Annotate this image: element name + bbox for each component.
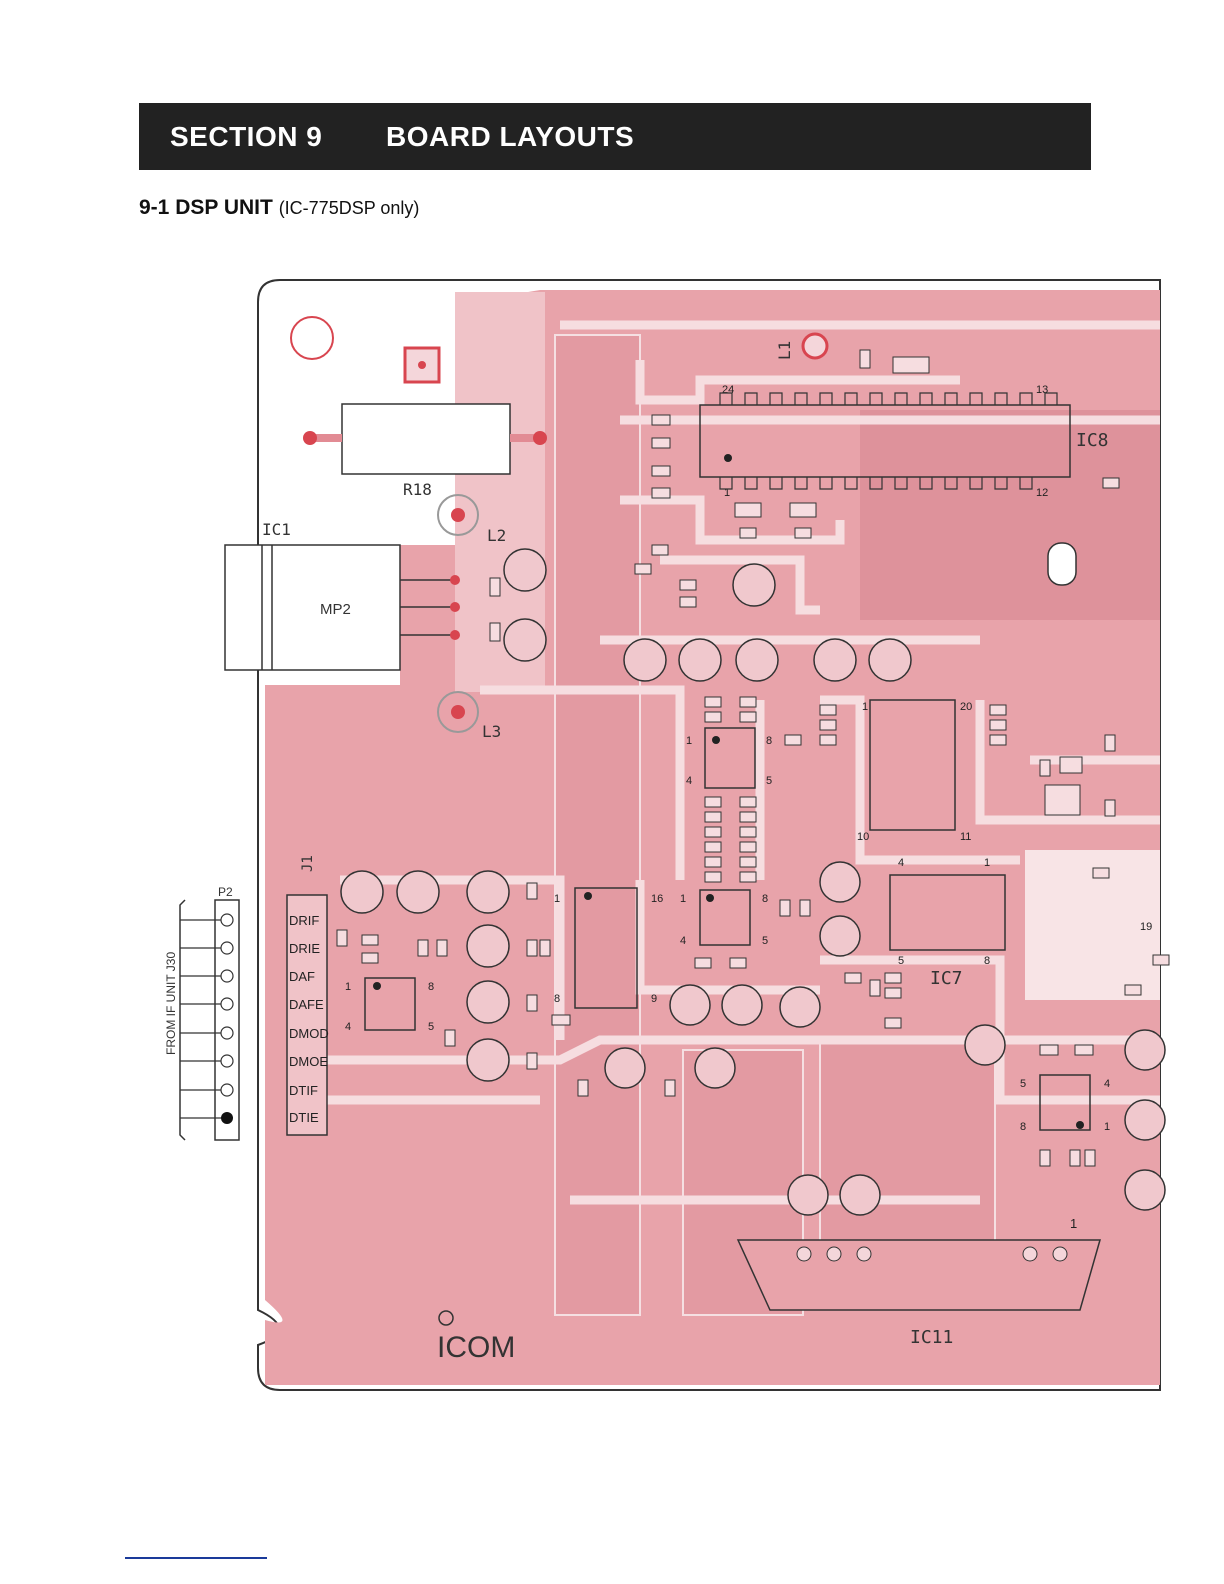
signal-drif: DRIF (289, 913, 319, 928)
ic10-pin-5: 5 (1020, 1078, 1026, 1090)
l3-label: L3 (482, 722, 501, 741)
signal-dmod: DMOD (289, 1026, 329, 1041)
ic8-pin-12: 12 (1036, 487, 1048, 499)
ic-mid-pin-1: 1 (686, 735, 692, 747)
p2-header (215, 900, 239, 1140)
ic8-label: IC8 (1076, 430, 1109, 451)
l1-coil (803, 334, 827, 358)
footer-rule (125, 1557, 267, 1559)
connector-source-label: FROM IF UNIT J30 (164, 952, 178, 1055)
ic7-pin-1: 1 (984, 857, 990, 869)
ic3-pin-1: 1 (554, 893, 560, 905)
r18-label: R18 (403, 480, 432, 499)
ic11-dsub (738, 1240, 1100, 1310)
ic2-pin-1: 1 (345, 981, 351, 993)
ground-area-ic8 (860, 410, 1160, 620)
ic11-label: IC11 (910, 1327, 953, 1348)
signal-daf: DAF (289, 969, 315, 984)
ic2-pin-5: 5 (428, 1021, 434, 1033)
ic10-pin-1: 1 (1104, 1121, 1110, 1133)
ic6-pin-1: 1 (862, 701, 868, 713)
ic3-pin-16: 16 (651, 893, 663, 905)
ic4-pin-1: 1 (680, 893, 686, 905)
ic7-label: IC7 (930, 968, 963, 989)
ic4-pin-8: 8 (762, 893, 768, 905)
signal-dtif: DTIF (289, 1083, 318, 1098)
ic6-pin-20: 20 (960, 701, 972, 713)
ic4-pin-4: 4 (680, 935, 686, 947)
icom-logo: ICOM (437, 1331, 515, 1364)
ic6-pin-11: 11 (960, 831, 971, 843)
ic3-pin-9: 9 (651, 993, 657, 1005)
signal-dtie: DTIE (289, 1110, 319, 1125)
ic4-pin-5: 5 (762, 935, 768, 947)
mp2-label: MP2 (320, 601, 351, 618)
ic3-pin-8: 8 (554, 993, 560, 1005)
l1-label: L1 (775, 341, 794, 360)
signal-dafe: DAFE (289, 997, 324, 1012)
ic1-body (225, 545, 400, 670)
ic2-pin-4: 4 (345, 1021, 351, 1033)
ic-mid-pin-8: 8 (766, 735, 772, 747)
signal-drie: DRIE (289, 941, 320, 956)
l2-label: L2 (487, 526, 506, 545)
ground-area-left (555, 335, 640, 1315)
j1-label: J1 (300, 855, 316, 872)
ic10-pin-8: 8 (1020, 1121, 1026, 1133)
ic7-pin-4: 4 (898, 857, 904, 869)
ic8-pin-13: 13 (1036, 384, 1048, 396)
ic10-pin-4: 4 (1104, 1078, 1110, 1090)
ic-mid-pin-5: 5 (766, 775, 772, 787)
oval-slot (1048, 543, 1076, 585)
p2-bracket (180, 900, 185, 1140)
ic6-pin-10: 10 (857, 831, 869, 843)
ic-mid-pin-4: 4 (686, 775, 692, 787)
signal-dmoe: DMOE (289, 1054, 328, 1069)
p2-label: P2 (218, 885, 233, 899)
ic7-pin-8: 8 (984, 955, 990, 967)
ic1-label: IC1 (262, 520, 291, 539)
j1-connector (287, 895, 327, 1135)
ic2-pin-8: 8 (428, 981, 434, 993)
p2-pins (221, 914, 233, 1096)
r18-body (342, 404, 510, 474)
ic-right-pin-19: 19 (1140, 921, 1152, 933)
ic11-pin-1: 1 (1070, 1216, 1077, 1231)
ic7-pin-5: 5 (898, 955, 904, 967)
